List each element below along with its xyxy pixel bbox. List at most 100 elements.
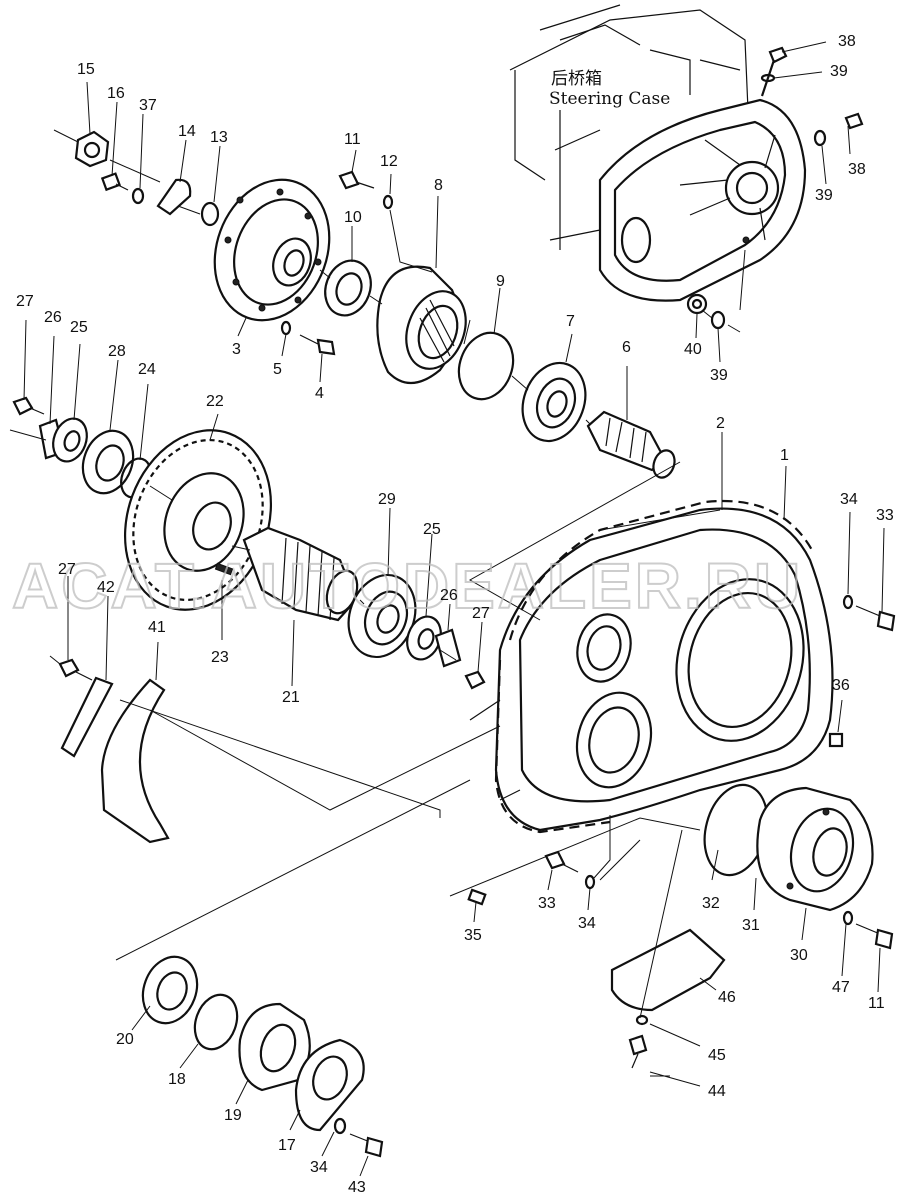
steering-case-outline [509,4,749,250]
callout-41: 41 [148,619,166,636]
callout-32: 32 [702,895,720,912]
callout-11: 11 [344,131,361,148]
callout-11-right: 11 [868,995,885,1012]
callout-14: 14 [178,123,196,140]
washer-39-bottom [710,310,726,330]
callout-43: 43 [348,1179,366,1196]
washer-5 [280,320,292,336]
watermark: ACAT.AUTODEALER.RU [12,550,803,622]
bracket-41 [100,678,170,844]
callout-13: 13 [210,129,228,146]
callout-38-right: 38 [848,161,866,178]
bearing-20 [141,955,199,1025]
callout-20: 20 [116,1031,134,1048]
callout-27-lower: 27 [58,561,76,578]
cover-17 [294,1038,365,1132]
callout-38-top: 38 [838,33,856,50]
callout-39-right: 39 [815,187,833,204]
callout-39-bottom: 39 [710,367,728,384]
bolt-27-right [464,670,486,690]
callout-47: 47 [832,979,850,996]
bolt-27-upper [12,396,45,416]
case-label-english: Steering Case [549,89,670,109]
callout-4: 4 [315,385,324,402]
callout-5: 5 [273,361,282,378]
washer-47 [842,910,854,926]
washer-37 [131,187,145,205]
lock-plate-14 [156,178,192,216]
callout-8: 8 [434,177,443,194]
callout-22: 22 [206,393,224,410]
ball-bearing-7 [521,361,587,443]
washer-45 [635,1014,649,1026]
nut-15 [74,130,110,168]
transfer-case-1 [469,507,834,832]
callout-33-right: 33 [876,507,894,524]
callout-26-right: 26 [440,587,458,604]
callout-16: 16 [107,85,125,102]
bearing-cage-19 [238,1002,311,1092]
bolt-44 [628,1034,648,1069]
callout-35: 35 [464,927,482,944]
callout-33-bottom: 33 [538,895,556,912]
callout-6: 6 [622,339,631,356]
callout-46: 46 [718,989,736,1006]
callout-25-left: 25 [70,319,88,336]
callout-3: 3 [232,341,241,358]
bolt-38-top [760,46,788,97]
callout-28: 28 [108,343,126,360]
oil-seal-10 [324,259,372,317]
pin-35 [467,888,487,906]
guard-46 [610,928,726,1012]
plug-40 [686,293,708,315]
callout-34-bottom: 34 [578,915,596,932]
callout-9: 9 [496,273,505,290]
callout-45: 45 [708,1047,726,1064]
callout-42: 42 [97,579,115,596]
o-ring-18 [193,993,239,1051]
o-ring-9 [457,331,515,401]
callout-29: 29 [378,491,396,508]
callout-12: 12 [380,153,398,170]
plate-42 [60,676,114,758]
callout-34-lower: 34 [310,1159,328,1176]
washer-39-right [813,129,827,147]
callout-17: 17 [278,1137,296,1154]
coupling-flange-3 [213,178,331,322]
lock-plate-26-right [434,628,462,668]
dowel-36 [828,732,844,748]
washer-12 [382,194,394,210]
bolt-11-top [338,170,375,190]
pinion-shaft-6 [586,410,676,479]
callout-27-upper: 27 [16,293,34,310]
callout-34-right: 34 [840,491,858,508]
callout-36: 36 [832,677,850,694]
callout-15: 15 [77,61,95,78]
callout-26-left: 26 [44,309,62,326]
bolt-4 [299,334,336,356]
callout-24: 24 [138,361,156,378]
cover-30 [756,786,874,912]
callout-40: 40 [684,341,702,358]
bolt-27-lower [58,658,93,681]
leader-lines [9,41,885,1177]
bolt-11-right [855,923,894,950]
case-label-chinese: 后桥箱 [551,69,602,89]
callout-23: 23 [211,649,229,666]
bolt-16 [100,172,129,192]
steering-case-cover [598,98,807,302]
washer-34-lower [333,1117,347,1135]
callout-31: 31 [742,917,760,934]
callout-18: 18 [168,1071,186,1088]
washer-34-bottom [584,874,596,890]
retainer-25-left [52,417,88,463]
callout-25-right: 25 [423,521,441,538]
callout-numbers: 15 16 37 14 13 11 12 10 8 9 7 6 3 5 4 38… [16,33,894,1196]
callout-2: 2 [716,415,725,432]
bolt-33-right [855,605,896,632]
bolt-38-right [844,112,864,130]
callout-44: 44 [708,1083,726,1100]
washer-13 [200,201,220,227]
callout-1: 1 [780,447,789,464]
